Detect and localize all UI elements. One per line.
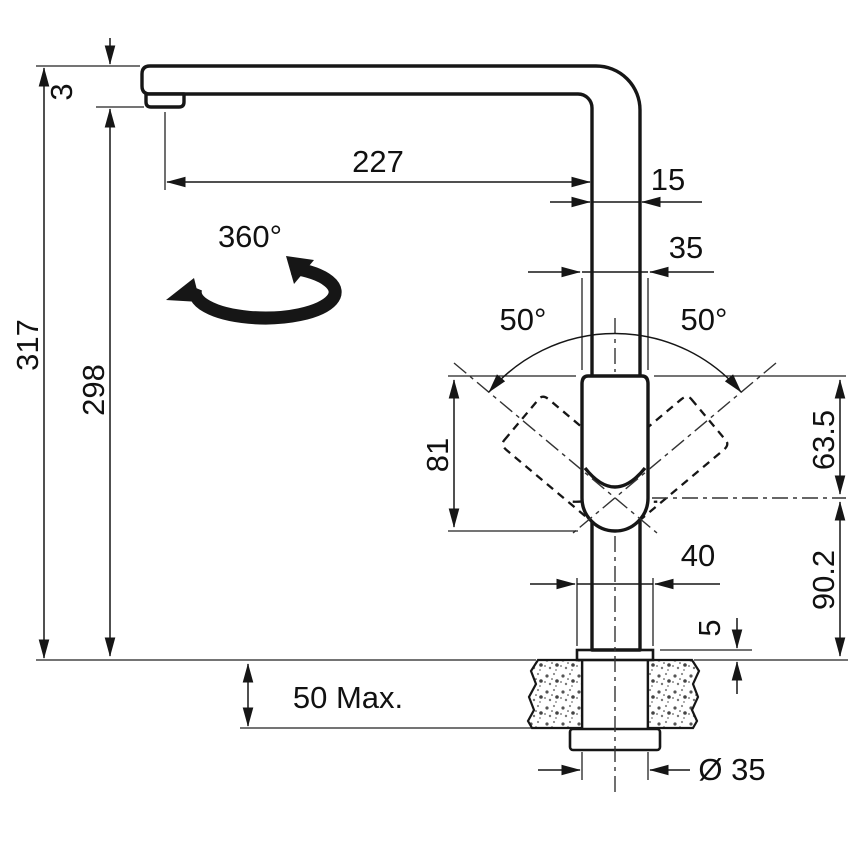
label-axis-to-deck: 90.2 [806, 550, 841, 610]
label-swivel-angle: 360° [218, 219, 282, 254]
countertop-right-block [646, 658, 701, 730]
label-max-counter-thickness: 50 Max. [293, 680, 403, 715]
label-lever-length: 81 [420, 438, 455, 472]
swivel-arrowhead-right [286, 256, 314, 284]
label-base-width: 40 [681, 538, 715, 573]
swivel-symbol [166, 256, 342, 325]
label-lever-angle-left: 50° [500, 302, 547, 337]
spout-and-riser-outline [140, 64, 642, 652]
countertop-section [526, 658, 701, 730]
label-spout-reach: 227 [352, 144, 404, 179]
dim-50deg-arc [488, 332, 742, 393]
label-hole-diameter: Ø 35 [698, 752, 765, 787]
handle-lever [580, 374, 650, 533]
label-height-to-spout: 298 [76, 364, 111, 416]
dimension-lines [38, 38, 846, 776]
label-lever-angle-right: 50° [681, 302, 728, 337]
centerlines [453, 318, 846, 792]
swing-axis-right [572, 362, 777, 534]
swing-axis-left [453, 362, 658, 534]
label-pipe-width: 15 [651, 162, 685, 197]
swivel-ring [188, 261, 342, 325]
aerator-nozzle [144, 92, 186, 109]
label-spout-tip-drop: 3 [44, 83, 79, 100]
label-base-height: 5 [692, 619, 727, 636]
extension-lines [36, 65, 848, 780]
faucet-body [140, 64, 642, 652]
dimension-labels: 317 298 3 227 15 35 360° 50° 50° 81 63.5… [10, 83, 841, 787]
countertop-left-block [526, 658, 584, 730]
label-handle-width: 35 [669, 230, 703, 265]
label-lever-to-axis: 63.5 [806, 410, 841, 470]
label-total-height: 317 [10, 319, 45, 371]
swivel-arrowhead-left [166, 278, 200, 302]
